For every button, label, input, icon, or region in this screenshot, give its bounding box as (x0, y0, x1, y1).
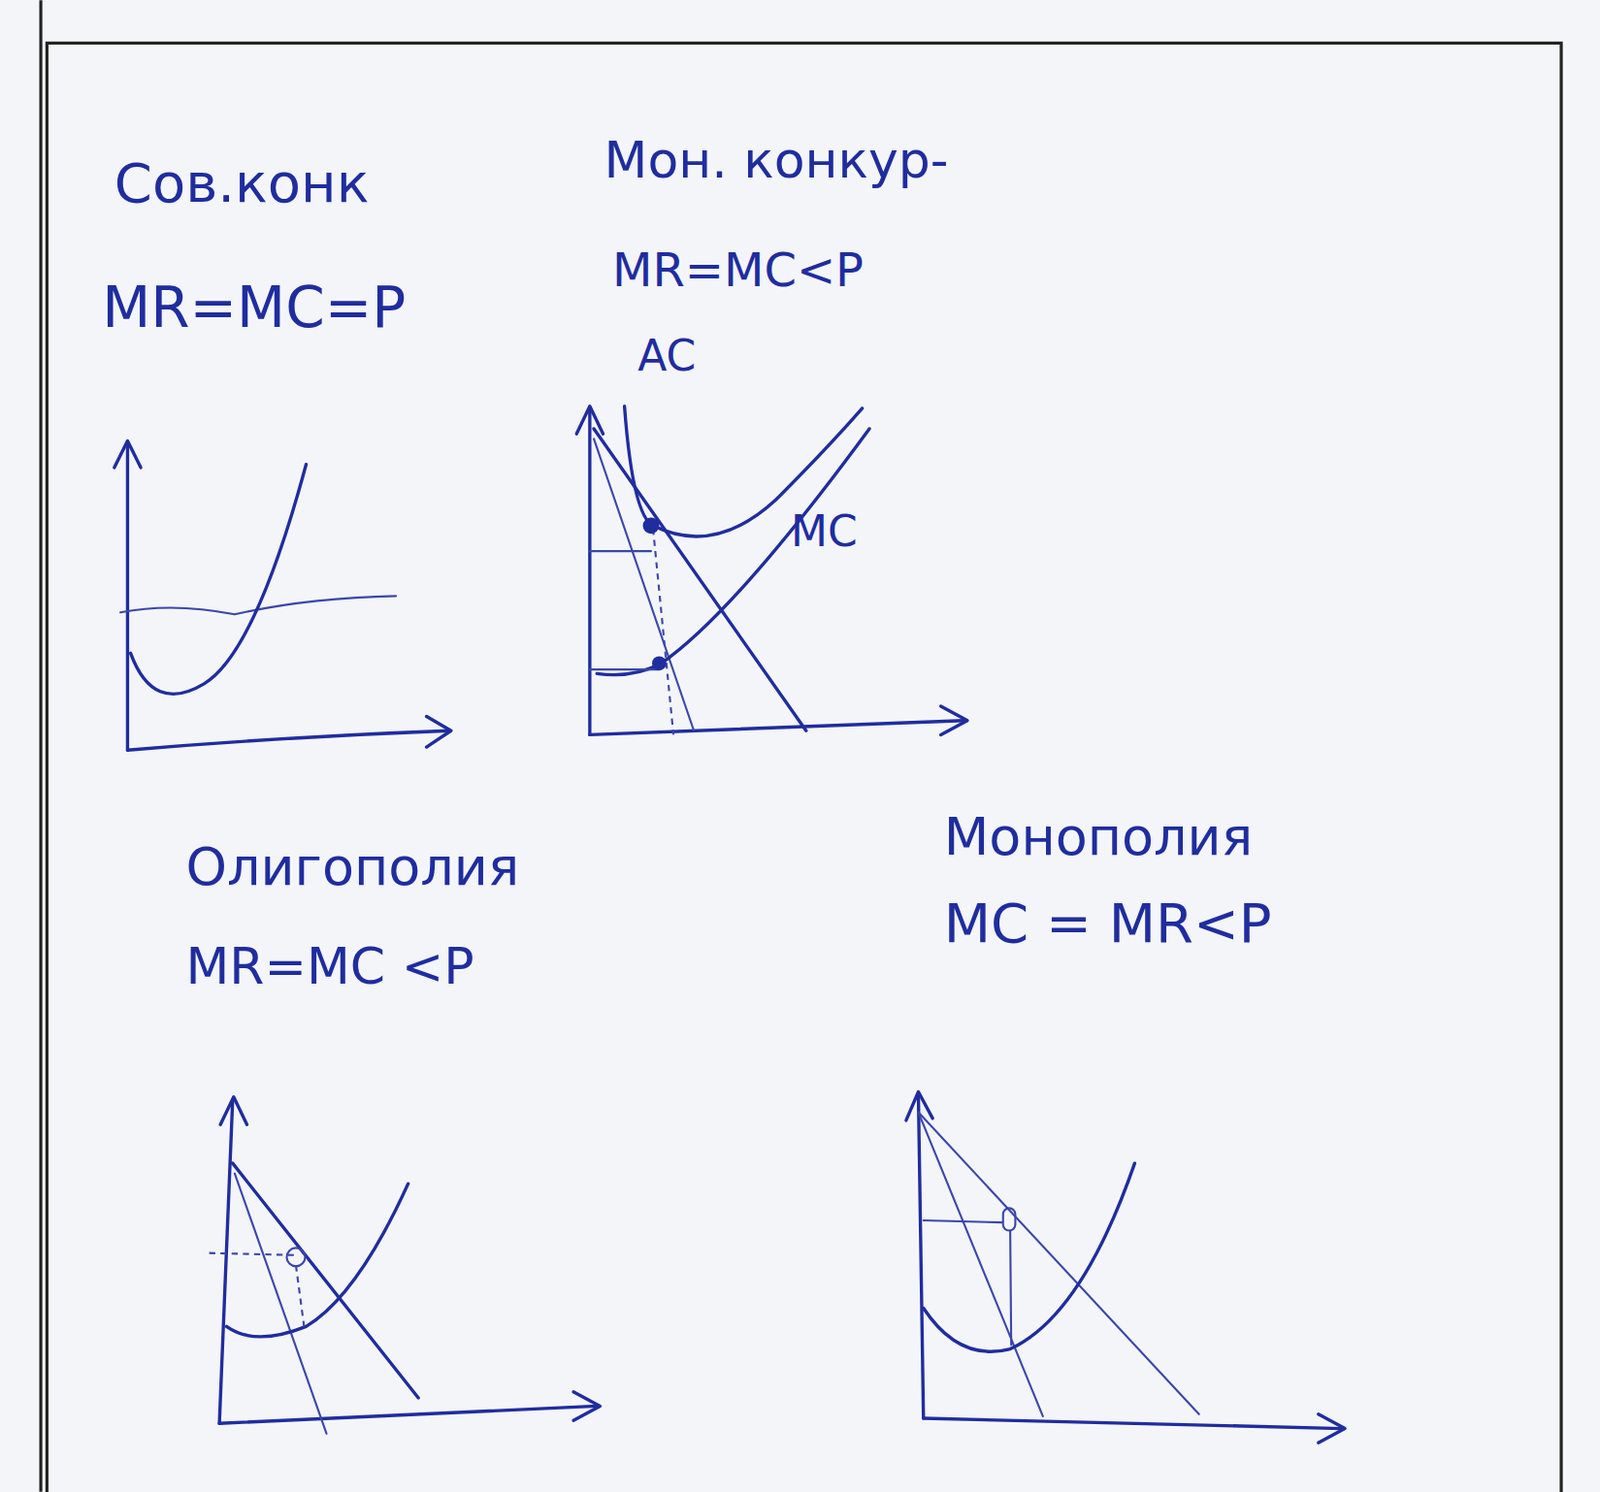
y-axis (587, 408, 591, 736)
frame-border (46, 42, 1562, 1492)
demand-line (232, 1163, 419, 1399)
quantity-dropline (653, 528, 674, 735)
mr-line (593, 438, 694, 731)
graph-monopolistic-competition (576, 406, 968, 736)
graph-monopoly (906, 1092, 1345, 1444)
axis-arrowhead (426, 717, 452, 749)
axis-arrowhead (576, 406, 603, 434)
y-axis (126, 444, 130, 751)
graph-oligopoly (209, 1097, 601, 1435)
demand-line (917, 1112, 1199, 1415)
price-level-line (589, 550, 652, 553)
mc-curve (130, 464, 307, 695)
mr-line (917, 1112, 1043, 1417)
x-axis (923, 1418, 1342, 1430)
mr-line (234, 1174, 327, 1435)
graph-label: MC = MR<P (944, 893, 1273, 954)
price-level-line (923, 1220, 1003, 1223)
axis-arrowhead (1318, 1414, 1345, 1443)
equilibrium-point (1003, 1208, 1016, 1231)
graph-label: Мон. конкур- (604, 132, 949, 189)
axis-arrowhead (220, 1097, 247, 1125)
axis-arrowhead (573, 1392, 600, 1421)
axis-arrowhead (114, 441, 141, 468)
equilibrium-point (287, 1247, 306, 1267)
axis-arrowhead (941, 706, 968, 735)
equilibrium-point (643, 517, 660, 534)
mc-curve (923, 1163, 1136, 1352)
cost-level-line (589, 668, 658, 671)
mc-curve (226, 1183, 408, 1338)
curve-label: MC (790, 508, 858, 556)
graph-label: Сов.конк (114, 153, 370, 214)
margin-line (38, 0, 42, 1492)
graph-label: MR=MC=P (101, 277, 406, 340)
quantity-dropline (295, 1265, 304, 1327)
quantity-dropline (1010, 1231, 1012, 1346)
x-axis (127, 730, 449, 751)
x-axis (589, 720, 965, 736)
graph-label: Олигополия (185, 838, 520, 896)
graph-label: MR=MC<P (612, 244, 864, 296)
x-axis (219, 1405, 597, 1424)
y-axis (219, 1100, 233, 1424)
graph-perfect-competition (114, 441, 452, 752)
graph-label: MR=MC <P (185, 939, 474, 995)
demand-line (593, 428, 807, 731)
curve-label: AC (637, 332, 696, 380)
price-level-line (209, 1253, 294, 1256)
graph-label: Монополия (944, 808, 1253, 866)
y-axis (917, 1094, 923, 1419)
mr-mc-point (652, 655, 667, 671)
